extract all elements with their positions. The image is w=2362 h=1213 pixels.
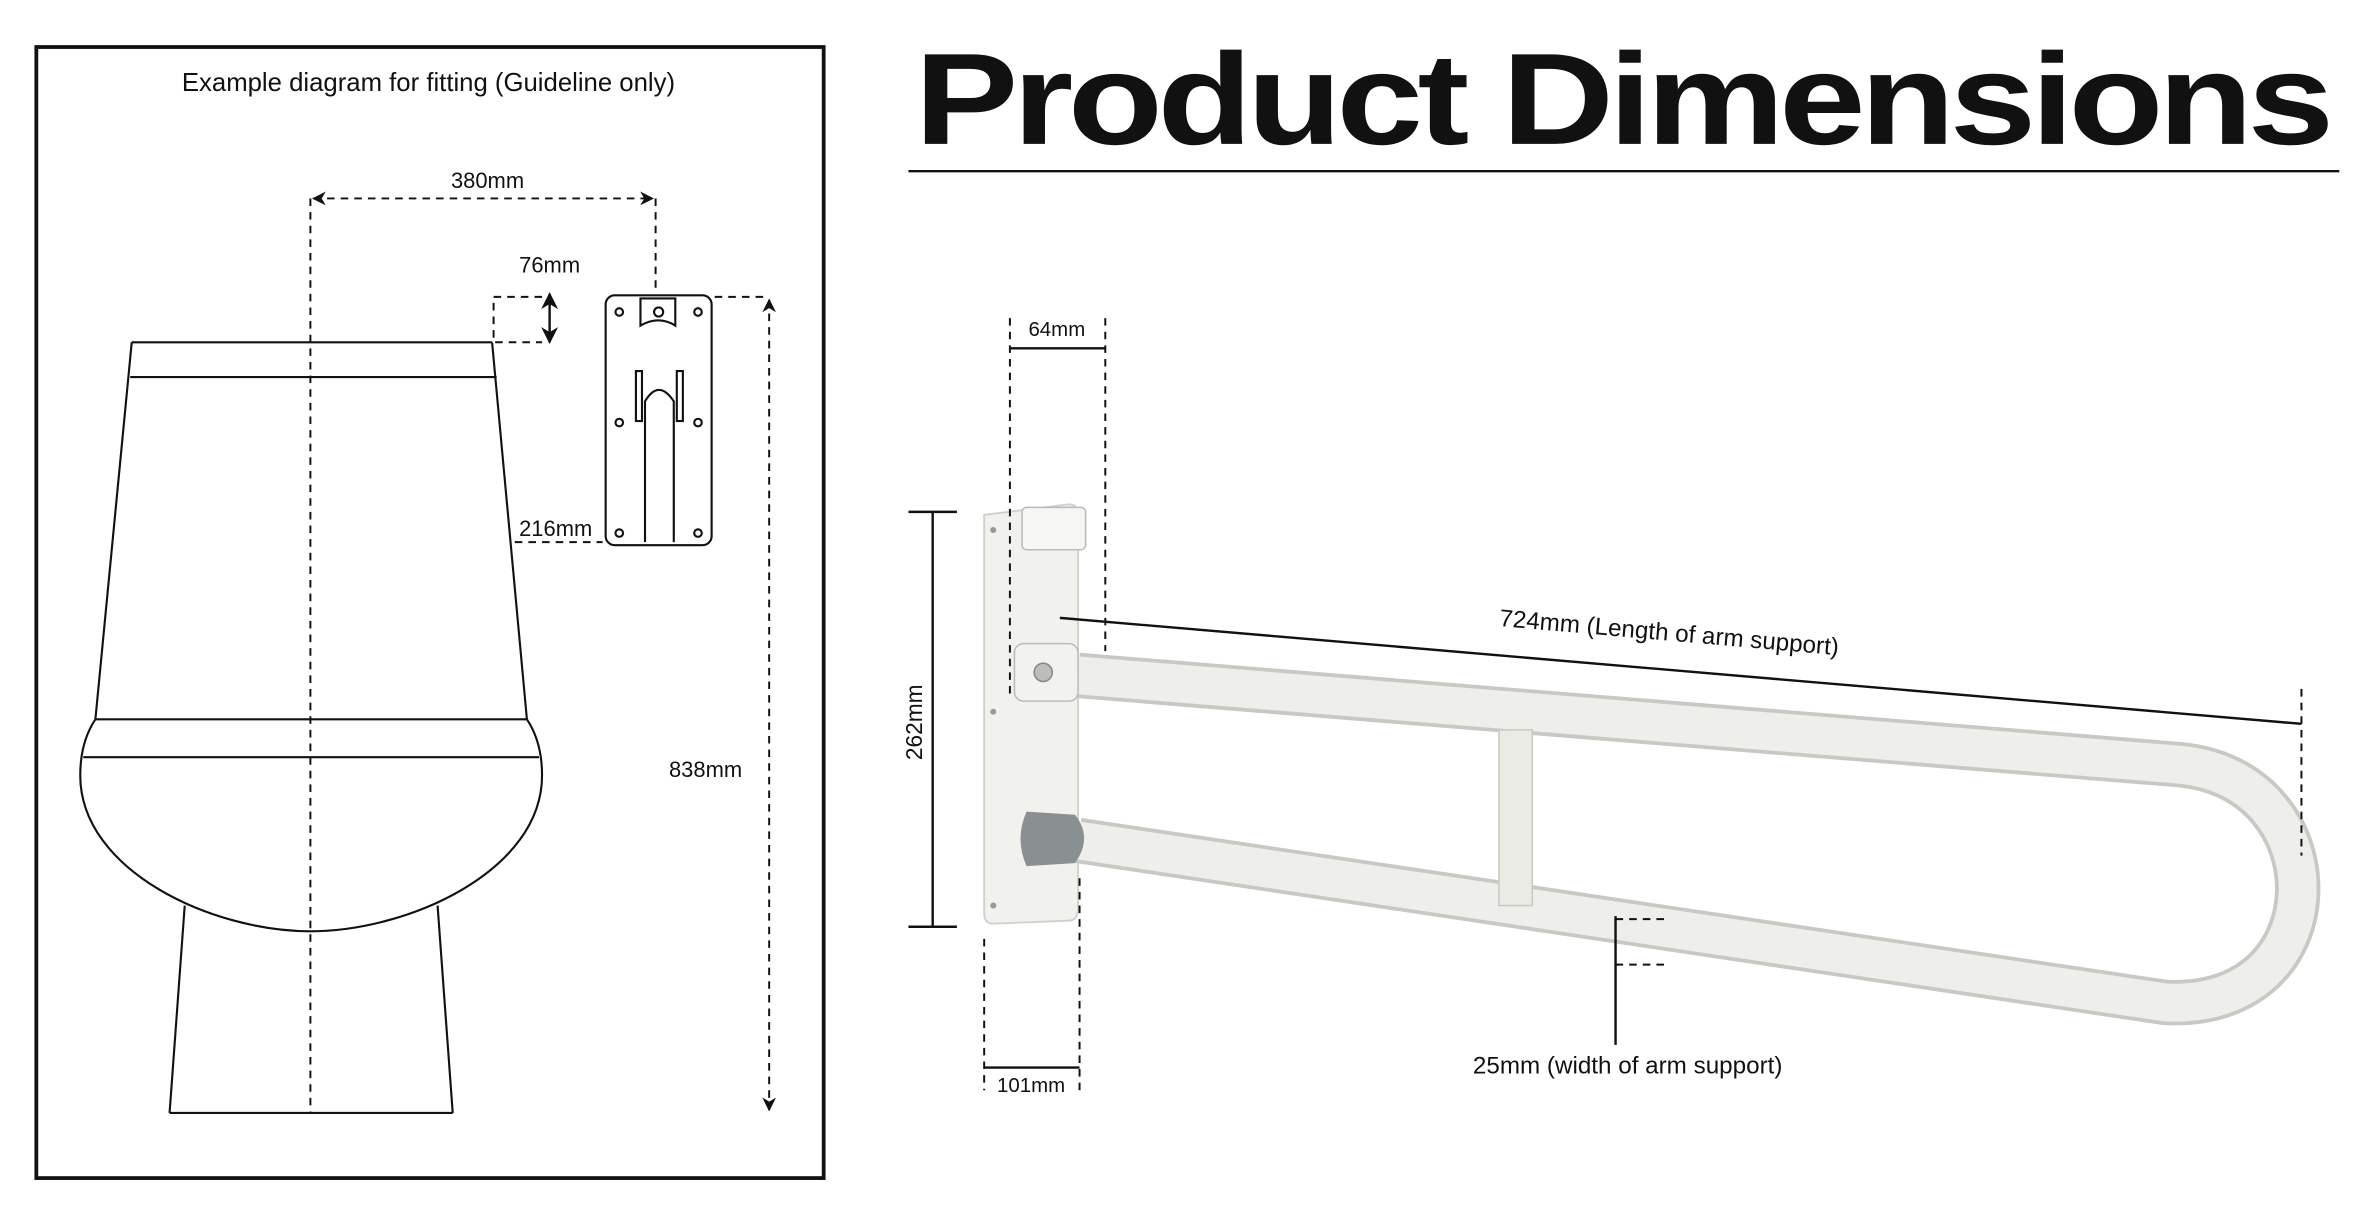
arm-support-tube [1075,656,2317,1022]
hinge-bolt [1033,662,1054,683]
cross-brace [1498,729,1534,907]
dimension-76-label: 76mm [519,253,580,278]
dimension-724-line [1059,616,2302,726]
dimension-101-label: 101mm [997,1074,1065,1097]
bar-holder-clip [1021,506,1087,551]
fitting-diagram-panel: Example diagram for fitting (Guideline o… [34,45,826,1180]
dimension-216-label: 216mm [519,516,592,541]
dimension-64-label: 64mm [1028,318,1085,341]
dimension-262-label: 262mm [901,684,927,760]
wall-plate-outline [604,294,713,547]
panel-border [34,45,826,1180]
dimension-838-label: 838mm [669,757,742,782]
dimension-380-label: 380mm [451,168,524,193]
grab-bar-photo [983,503,2321,1026]
product-panel: Product Dimensions 64mm 262mm 101mm 724m… [901,26,2340,1097]
rubber-stop [1020,811,1085,867]
page-title: Product Dimensions [915,26,2329,172]
fitting-diagram-title: Example diagram for fitting (Guideline o… [182,69,675,97]
dimension-25-label: 25mm (width of arm support) [1473,1053,1783,1080]
dimension-724-label: 724mm (Length of arm support) [1498,605,1840,661]
